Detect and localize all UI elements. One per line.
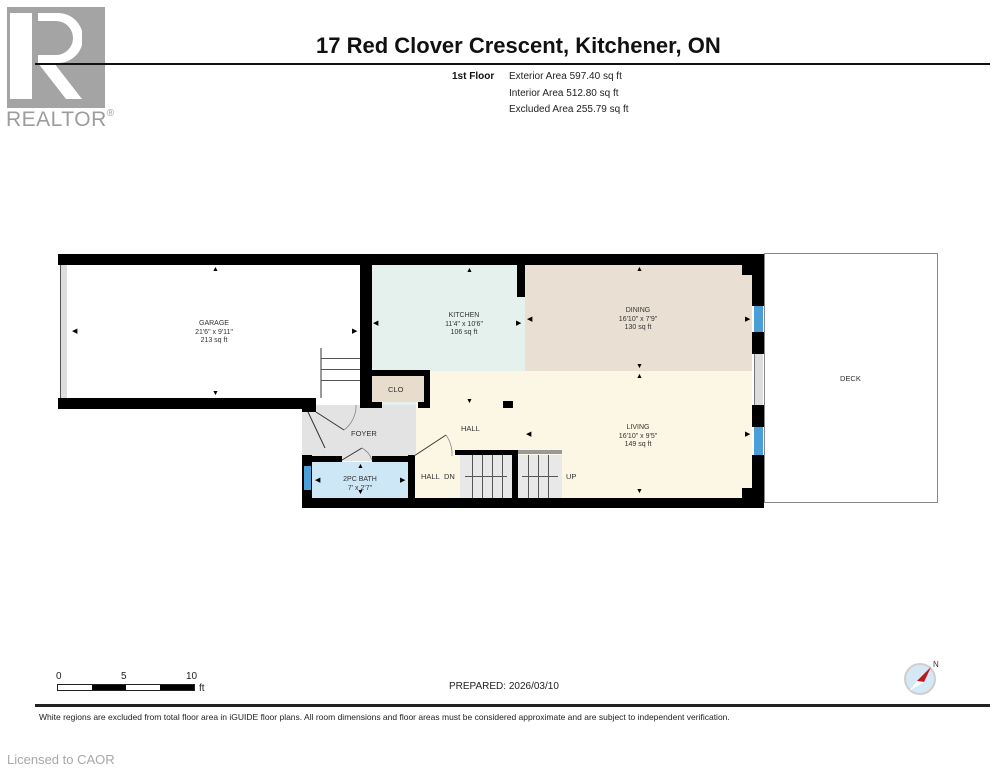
dim-arrow: ◀ [315, 477, 321, 484]
garage-label: GARAGE 21'6" x 9'11" 213 sq ft [195, 320, 233, 344]
north-compass-icon: N [904, 660, 939, 695]
kitchen-label: KITCHEN 11'4" x 10'6" 106 sq ft [445, 312, 483, 336]
wall-stair-divider [512, 450, 518, 500]
dim-arrow: ▼ [636, 363, 643, 370]
dim-arrow: ▶ [352, 328, 358, 335]
wall-bath-top-left [312, 456, 342, 462]
hall-main-label: HALL [461, 424, 480, 433]
wall-right-bottom [752, 455, 764, 507]
dim-arrow: ◀ [373, 320, 379, 327]
patio-door [754, 354, 763, 405]
realtor-r-icon [10, 13, 82, 99]
dim-arrow: ▶ [400, 477, 406, 484]
dim-arrow: ▶ [745, 316, 751, 323]
deck-area [764, 253, 938, 503]
wall-clo-top [372, 370, 430, 376]
clo-room [372, 376, 424, 402]
wall-garage-stub [302, 398, 316, 412]
title-divider [35, 63, 990, 65]
dim-arrow: ▲ [357, 463, 364, 470]
wall-kitchen-post [503, 401, 513, 408]
stair-up-arrow [522, 476, 558, 477]
wall-garage-bottom [58, 398, 310, 409]
dim-arrow: ◀ [72, 328, 78, 335]
wall-kitchen-dining [517, 265, 525, 297]
stair-up-rail [518, 450, 562, 454]
clo-label: CLO [388, 385, 404, 394]
wall-bottom [302, 498, 764, 508]
foyer-room [302, 405, 416, 461]
scale-tick-10: 10 [186, 671, 198, 682]
living-window [754, 427, 763, 455]
license-text: Licensed to CAOR [7, 752, 115, 767]
dim-arrow: ◀ [527, 316, 533, 323]
wall-clo-bottom-left [372, 402, 382, 408]
dim-arrow: ▼ [212, 390, 219, 397]
living-label: LIVING 16'10" x 9'5" 149 sq ft [618, 424, 658, 448]
dining-window [754, 306, 763, 332]
dim-arrow: ▼ [357, 489, 364, 496]
stair-down-label: DN [444, 472, 455, 481]
garage-steps [320, 348, 362, 398]
garage-door [60, 265, 67, 398]
scale-tick-0: 0 [56, 671, 62, 682]
wall-clo-right [424, 370, 430, 408]
excluded-area: Excluded Area 255.79 sq ft [509, 104, 629, 115]
deck-label: DECK [840, 374, 861, 383]
bath-label: 2PC BATH 7' x 2'7" [343, 476, 377, 492]
scale-bar [57, 684, 195, 691]
dim-arrow: ▲ [636, 373, 643, 380]
floor-label: 1st Floor [452, 71, 495, 82]
wall-top [58, 254, 764, 265]
disclaimer-text: White regions are excluded from total fl… [39, 712, 730, 722]
dim-arrow: ▶ [516, 320, 522, 327]
prepared-date: PREPARED: 2026/03/10 [449, 681, 559, 692]
dim-arrow: ▶ [745, 431, 751, 438]
wall-clo-bottom-right [418, 402, 430, 408]
stair-down-arrow [465, 476, 507, 477]
wall-bath-top-right [372, 456, 412, 462]
wall-right-mid [752, 332, 764, 354]
wall-hall-top [455, 450, 515, 455]
interior-area: Interior Area 512.80 sq ft [509, 88, 619, 99]
dim-arrow: ▼ [466, 398, 473, 405]
wall-garage-kitchen [360, 265, 372, 408]
dim-arrow: ◀ [526, 431, 532, 438]
scale-unit: ft [199, 683, 205, 694]
garage-room [66, 265, 360, 398]
wall-bath-right [408, 455, 415, 500]
garage-step-3 [321, 380, 360, 381]
bath-window [304, 466, 311, 490]
dim-arrow: ▲ [466, 267, 473, 274]
garage-step-1 [321, 358, 360, 359]
foyer-label: FOYER [351, 429, 377, 438]
bath-room [312, 462, 408, 498]
wall-right-corner [742, 265, 752, 275]
dining-room [525, 265, 752, 371]
wall-right-mid2 [752, 405, 764, 427]
svg-text:N: N [933, 660, 939, 669]
dim-arrow: ▲ [636, 266, 643, 273]
garage-step-2 [321, 369, 360, 370]
dim-arrow: ▲ [212, 266, 219, 273]
hall-small-label: HALL [421, 472, 440, 481]
dim-arrow: ▼ [636, 488, 643, 495]
exterior-area: Exterior Area 597.40 sq ft [509, 71, 622, 82]
dining-label: DINING 16'10" x 7'9" 130 sq ft [618, 307, 658, 331]
stair-up-label: UP [566, 472, 577, 481]
wall-right-top [752, 254, 764, 306]
scale-tick-5: 5 [121, 671, 127, 682]
realtor-wordmark: REALTOR® [6, 108, 115, 131]
wall-right-corner2 [742, 488, 752, 498]
footer-divider [35, 704, 990, 707]
